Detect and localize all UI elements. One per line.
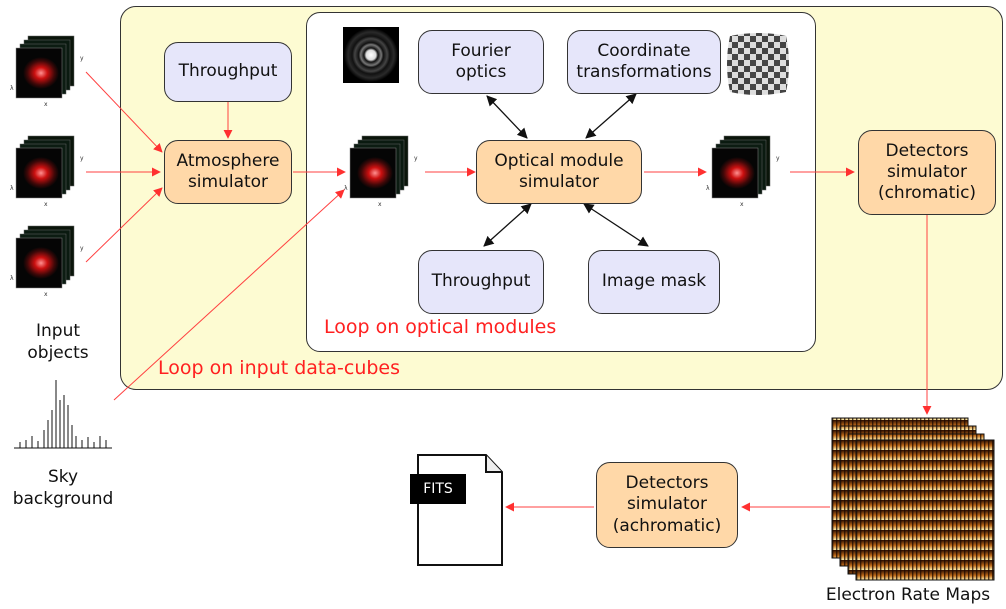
atmosphere-output-cube-icon — [343, 135, 419, 209]
optical-module-simulator-node: Optical module simulator — [476, 140, 642, 204]
electron-rate-maps-label: Electron Rate Maps — [825, 585, 991, 605]
module-links — [483, 93, 649, 247]
throughput-top-node: Throughput — [164, 42, 292, 102]
sky-spectrum-icon — [14, 380, 112, 449]
fits-label: FITS — [423, 481, 453, 497]
optical-output-cube-icon — [705, 135, 781, 209]
detectors-achromatic-node: Detectors simulator (achromatic) — [596, 462, 738, 548]
coordinate-transformations-node: Coordinate transformations — [567, 30, 721, 94]
input-objects-label: Input objects — [27, 321, 89, 364]
input-cube-1-icon — [9, 35, 85, 109]
loop-input-label: Loop on input data-cubes — [158, 357, 401, 379]
loop-optical-label: Loop on optical modules — [324, 316, 557, 338]
fits-file-icon — [410, 454, 503, 566]
atmosphere-simulator-node: Atmosphere simulator — [164, 140, 292, 204]
detectors-chromatic-node: Detectors simulator (chromatic) — [858, 130, 996, 215]
input-cube-2-icon — [9, 135, 85, 209]
image-mask-node: Image mask — [588, 250, 720, 314]
throughput-bottom-node: Throughput — [418, 250, 544, 314]
distortion-grid-icon — [727, 33, 789, 95]
sky-background-label: Sky background — [12, 467, 114, 510]
fourier-optics-node: Fourier optics — [418, 30, 544, 94]
electron-rate-maps-icon — [831, 417, 995, 581]
flow-arrows — [85, 71, 932, 512]
input-cube-3-icon — [9, 225, 85, 299]
